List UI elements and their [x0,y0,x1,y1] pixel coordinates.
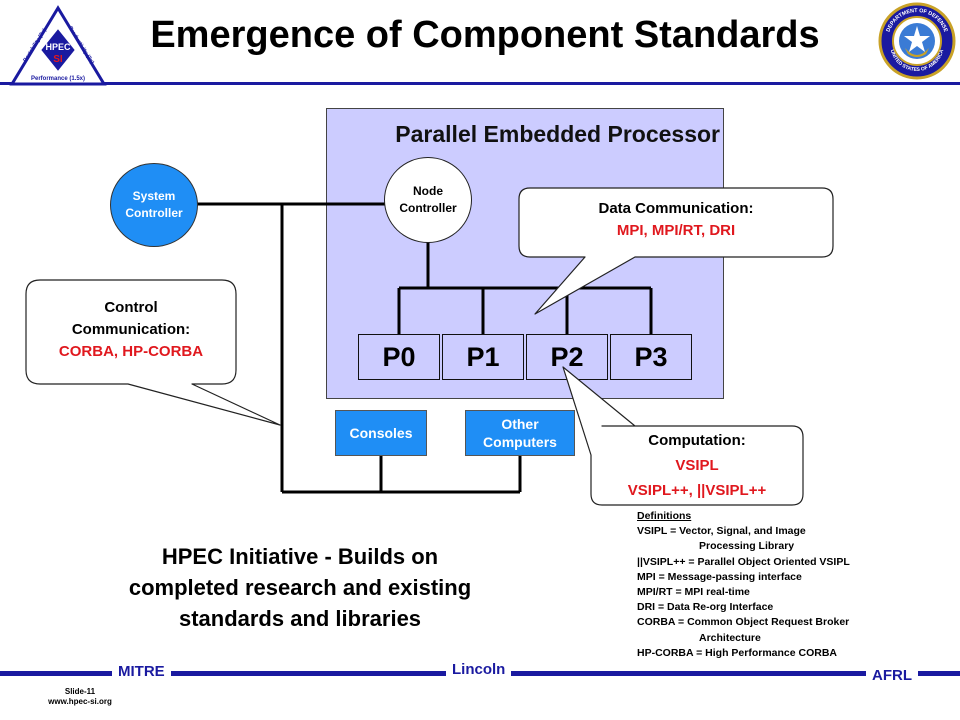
definition-line: MPI/RT = MPI real-time [637,586,750,599]
definitions-panel: Definitions VSIPL = Vector, Signal, and … [637,509,937,661]
data-comm-value: MPI, MPI/RT, DRI [616,222,736,239]
slide-number-block: Slide-11 www.hpec-si.org [20,687,140,707]
control-comm-text: Control Communication: CORBA, HP-CORBA [26,297,236,363]
slide-number: Slide-11 [64,687,96,696]
other-computers-label: Other Computers [483,416,557,450]
footer-mitre: MITRE [112,663,171,680]
logo-hpec: HPEC [45,42,71,52]
definition-line: CORBA = Common Object Request Broker [637,616,850,629]
definition-line: MPI = Message-passing interface [637,570,802,583]
note-line-2: completed research and existing [128,575,472,600]
consoles-label: Consoles [349,425,413,441]
note-line-3: standards and libraries [178,606,422,631]
other-computers-box: Other Computers [465,410,575,456]
computation-label: Computation: [648,432,746,449]
ppe-title: Parallel Embedded Processor [395,121,720,147]
data-comm-text: Data Communication: MPI, MPI/RT, DRI [524,198,828,242]
control-comm-label-1: Control [104,299,158,316]
definition-line: DRI = Data Re-org Interface [637,601,774,614]
definition-line: ||VSIPL++ = Parallel Object Oriented VSI… [637,555,850,568]
hpec-initiative-note: HPEC Initiative - Builds on completed re… [80,541,520,634]
footer-afrl: AFRL [866,666,918,680]
computation-value-2: VSIPL++, ||VSIPL++ [627,482,767,499]
page-title: Emergence of Component Standards [150,14,820,56]
hpec-si-logo: HPEC SI Portability (3x) Productivity (3… [9,5,107,86]
processor-p3: P3 [610,334,692,380]
processor-p1: P1 [442,334,524,380]
logo-si: SI [53,54,63,65]
header-rule [0,82,960,85]
computation-text: Computation: VSIPL VSIPL++, ||VSIPL++ [591,428,803,503]
footer-lincoln: Lincoln [446,661,512,678]
definition-line: VSIPL = Vector, Signal, and Image [637,525,806,538]
definitions-heading: Definitions [637,510,692,522]
note-line-1: HPEC Initiative - Builds on [161,544,439,569]
consoles-box: Consoles [335,410,427,456]
data-comm-balloon [518,187,834,315]
node-controller-label: Node Controller [399,184,457,215]
computation-balloon [562,366,804,506]
node-controller: Node Controller [384,157,472,243]
control-comm-value: CORBA, HP-CORBA [58,343,204,360]
processor-p0: P0 [358,334,440,380]
dod-seal: DEPARTMENT OF DEFENSE UNITED STATES OF A… [878,2,956,80]
data-comm-label: Data Communication: [598,200,754,217]
system-controller-label: System Controller [125,189,183,220]
logo-performance: Performance (1.5x) [31,76,85,82]
definition-line: Processing Library [699,540,795,553]
site-url: www.hpec-si.org [48,697,112,706]
control-comm-label-2: Communication: [71,321,191,338]
control-comm-balloon [25,279,281,426]
computation-value-1: VSIPL [675,457,719,474]
definition-line: Architecture [699,631,761,644]
definition-line: HP-CORBA = High Performance CORBA [637,646,838,659]
system-controller: System Controller [110,163,198,247]
